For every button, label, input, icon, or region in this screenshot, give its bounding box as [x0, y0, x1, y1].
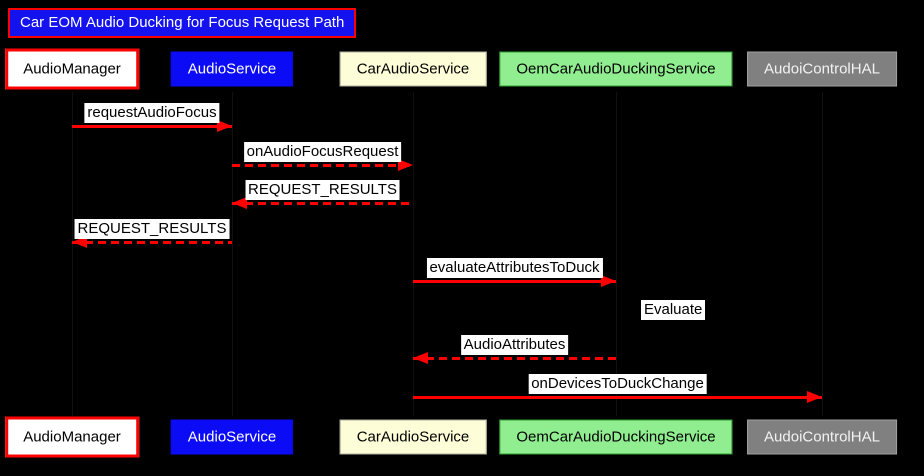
message-arrow-line [232, 201, 413, 205]
lifeline-audiomanager [71, 92, 73, 416]
participant-caraudioservice-bottom: CarAudioService [339, 419, 487, 455]
message-arrow-line [72, 124, 232, 128]
message-label: requestAudioFocus [84, 103, 220, 123]
lifeline-audioservice [231, 92, 233, 416]
lifeline-caraudioservice [412, 92, 414, 416]
message-arrowhead [398, 159, 413, 171]
participant-caraudioservice-top: CarAudioService [339, 51, 487, 87]
message-arrowhead [807, 391, 822, 403]
message-arrow-line [72, 240, 232, 244]
participant-audioservice-top: AudioService [170, 51, 294, 87]
message-arrow-line [413, 279, 616, 283]
message-arrow-line [232, 163, 413, 167]
message-label: evaluateAttributesToDuck [426, 258, 603, 278]
participant-audiomanager-top: AudioManager [5, 48, 139, 90]
participant-audoicontrolhal-top: AudoiControlHAL [747, 51, 897, 87]
lifeline-audoicontrolhal [821, 92, 823, 416]
message-arrowhead [601, 275, 616, 287]
message-arrow-line [413, 395, 822, 399]
message-arrowhead [232, 197, 247, 209]
participant-audoicontrolhal-bottom: AudoiControlHAL [747, 419, 897, 455]
message-label: REQUEST_RESULTS [245, 180, 400, 200]
participant-audioservice-bottom: AudioService [170, 419, 294, 455]
message-arrow-line [413, 356, 616, 360]
participant-oemcaraudioduckingservice-top: OemCarAudioDuckingService [499, 51, 733, 87]
message-label: REQUEST_RESULTS [74, 219, 230, 239]
message-label: onDevicesToDuckChange [528, 374, 707, 394]
participant-audiomanager-bottom: AudioManager [5, 416, 139, 458]
message-label: onAudioFocusRequest [243, 142, 402, 162]
message-arrowhead [217, 120, 232, 132]
diagram-title: Car EOM Audio Ducking for Focus Request … [8, 8, 357, 38]
lifeline-oemcaraudioduckingservice [615, 92, 617, 416]
message-label: AudioAttributes [460, 335, 569, 355]
message-arrowhead [413, 352, 428, 364]
message-arrowhead [72, 236, 87, 248]
participant-oemcaraudioduckingservice-bottom: OemCarAudioDuckingService [499, 419, 733, 455]
message-label: Evaluate [641, 300, 706, 320]
